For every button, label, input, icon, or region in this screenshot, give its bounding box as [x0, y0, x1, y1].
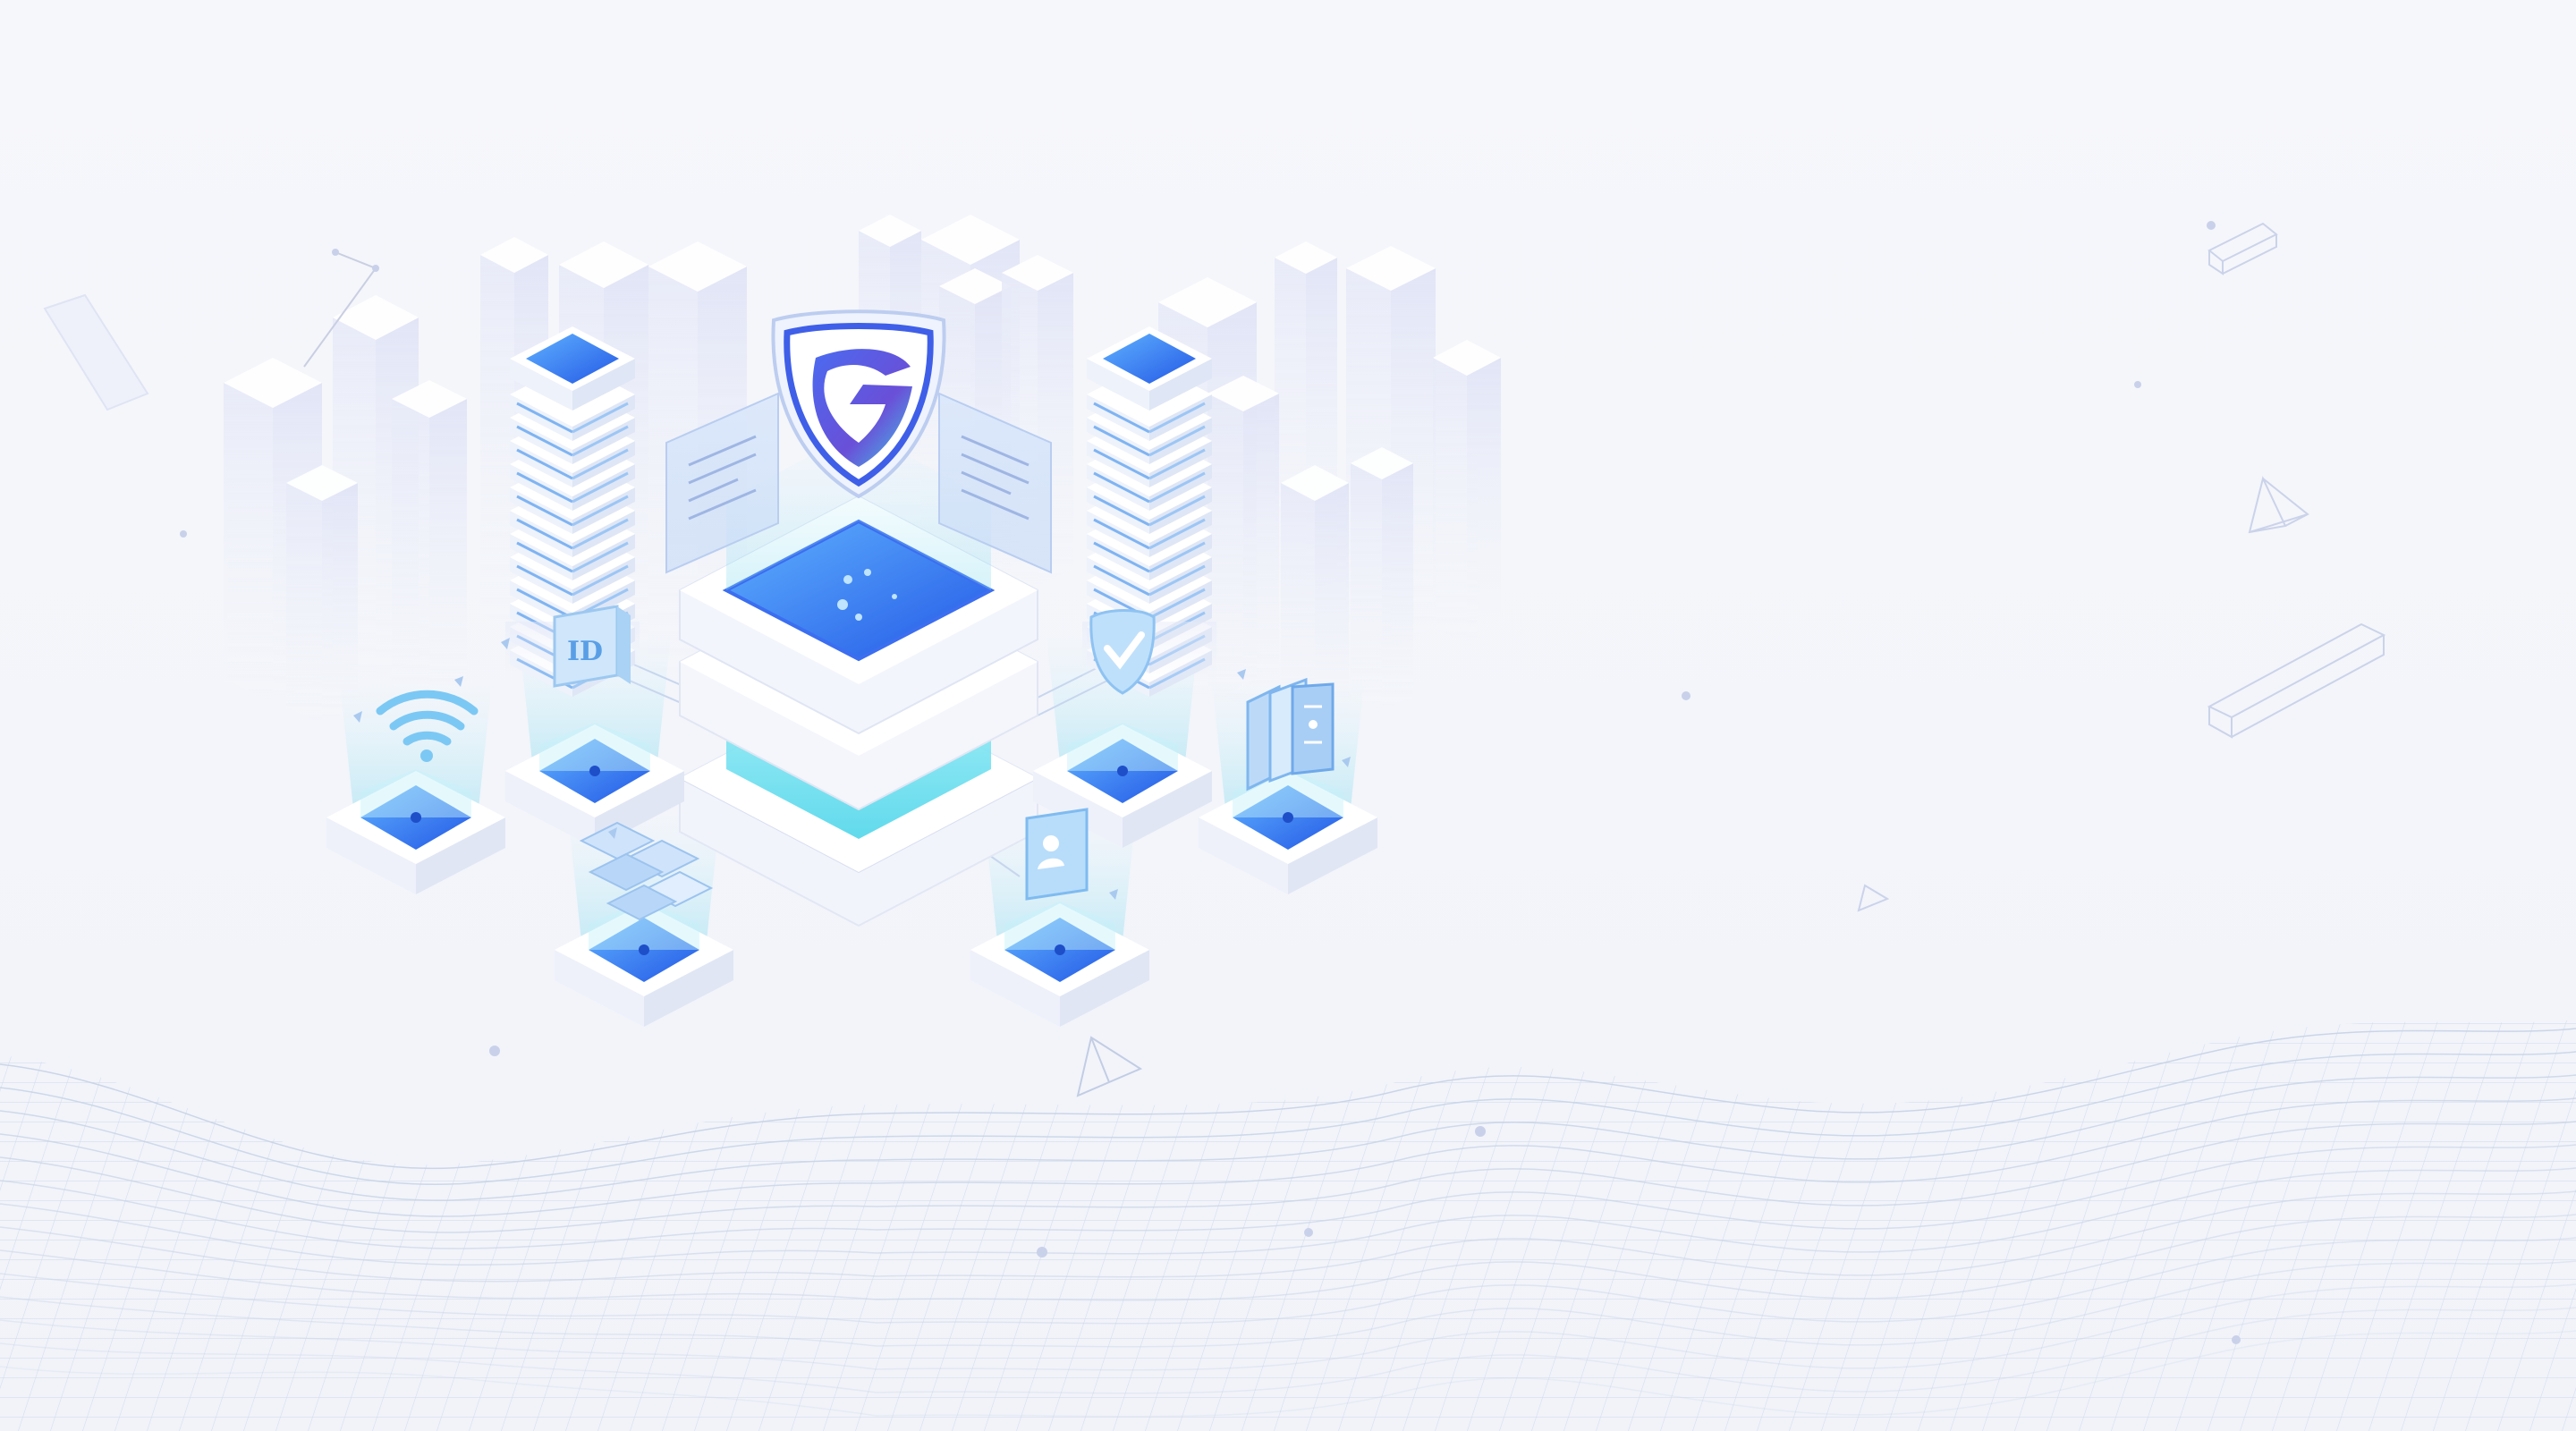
terrain-contour-line [0, 1028, 2576, 1170]
terrain-contour-line [0, 1283, 2576, 1371]
background-building [286, 465, 358, 724]
platform-files [1199, 769, 1377, 894]
small-platforms [326, 723, 1377, 1027]
terrain-contour-line [0, 1307, 2576, 1394]
platform-dot [1055, 944, 1065, 955]
document-files-icon [1246, 677, 1335, 792]
id-badge-text: ID [567, 636, 603, 667]
puzzle-cubes-icon [579, 821, 714, 921]
terrain-contour-line [0, 1214, 2576, 1301]
floating-particles [353, 638, 1351, 900]
terrain-contour-line [0, 1190, 2576, 1283]
platform-puzzle [555, 902, 733, 1027]
platform-glow [1067, 723, 1178, 771]
server-top-screen [1103, 334, 1196, 384]
background-building [392, 380, 467, 704]
terrain-contour-line [0, 1237, 2576, 1325]
central-core-platform [679, 429, 1038, 927]
platform-wifi [326, 769, 505, 894]
user-profile-icon [1025, 808, 1089, 901]
background-building [1433, 340, 1501, 644]
platform-glow [539, 723, 650, 771]
terrain-contour-line [0, 1097, 2576, 1217]
platform-user [970, 902, 1149, 1027]
server-top-screen [526, 334, 619, 384]
terrain-contour-line [0, 1330, 2576, 1418]
platform-dot [1283, 812, 1293, 823]
platform-glow [589, 902, 699, 950]
wifi-icon [376, 690, 479, 762]
platform-dot [1117, 766, 1128, 776]
id-card-icon: ID [553, 605, 631, 688]
platform-dot [589, 766, 600, 776]
terrain-contour-line [0, 1260, 2576, 1348]
terrain-contour-line [0, 1074, 2576, 1201]
check-shield-icon [1089, 609, 1156, 695]
background-building [1208, 376, 1279, 707]
background-building [1281, 465, 1349, 733]
platform-glow [360, 769, 471, 817]
platform-glow [1004, 902, 1115, 950]
terrain-contour-line [0, 1121, 2576, 1233]
platform-dot [411, 812, 421, 823]
shield-logo-icon [771, 309, 946, 499]
platform-dot [639, 944, 649, 955]
terrain-contour-line [0, 1167, 2576, 1266]
platform-id [505, 723, 684, 848]
floating-document-panels [665, 392, 1052, 574]
terrain-contour-line [0, 1144, 2576, 1249]
terrain-contour-line [0, 1051, 2576, 1185]
wireframe-terrain [0, 1020, 2576, 1431]
background-building [1351, 447, 1413, 712]
